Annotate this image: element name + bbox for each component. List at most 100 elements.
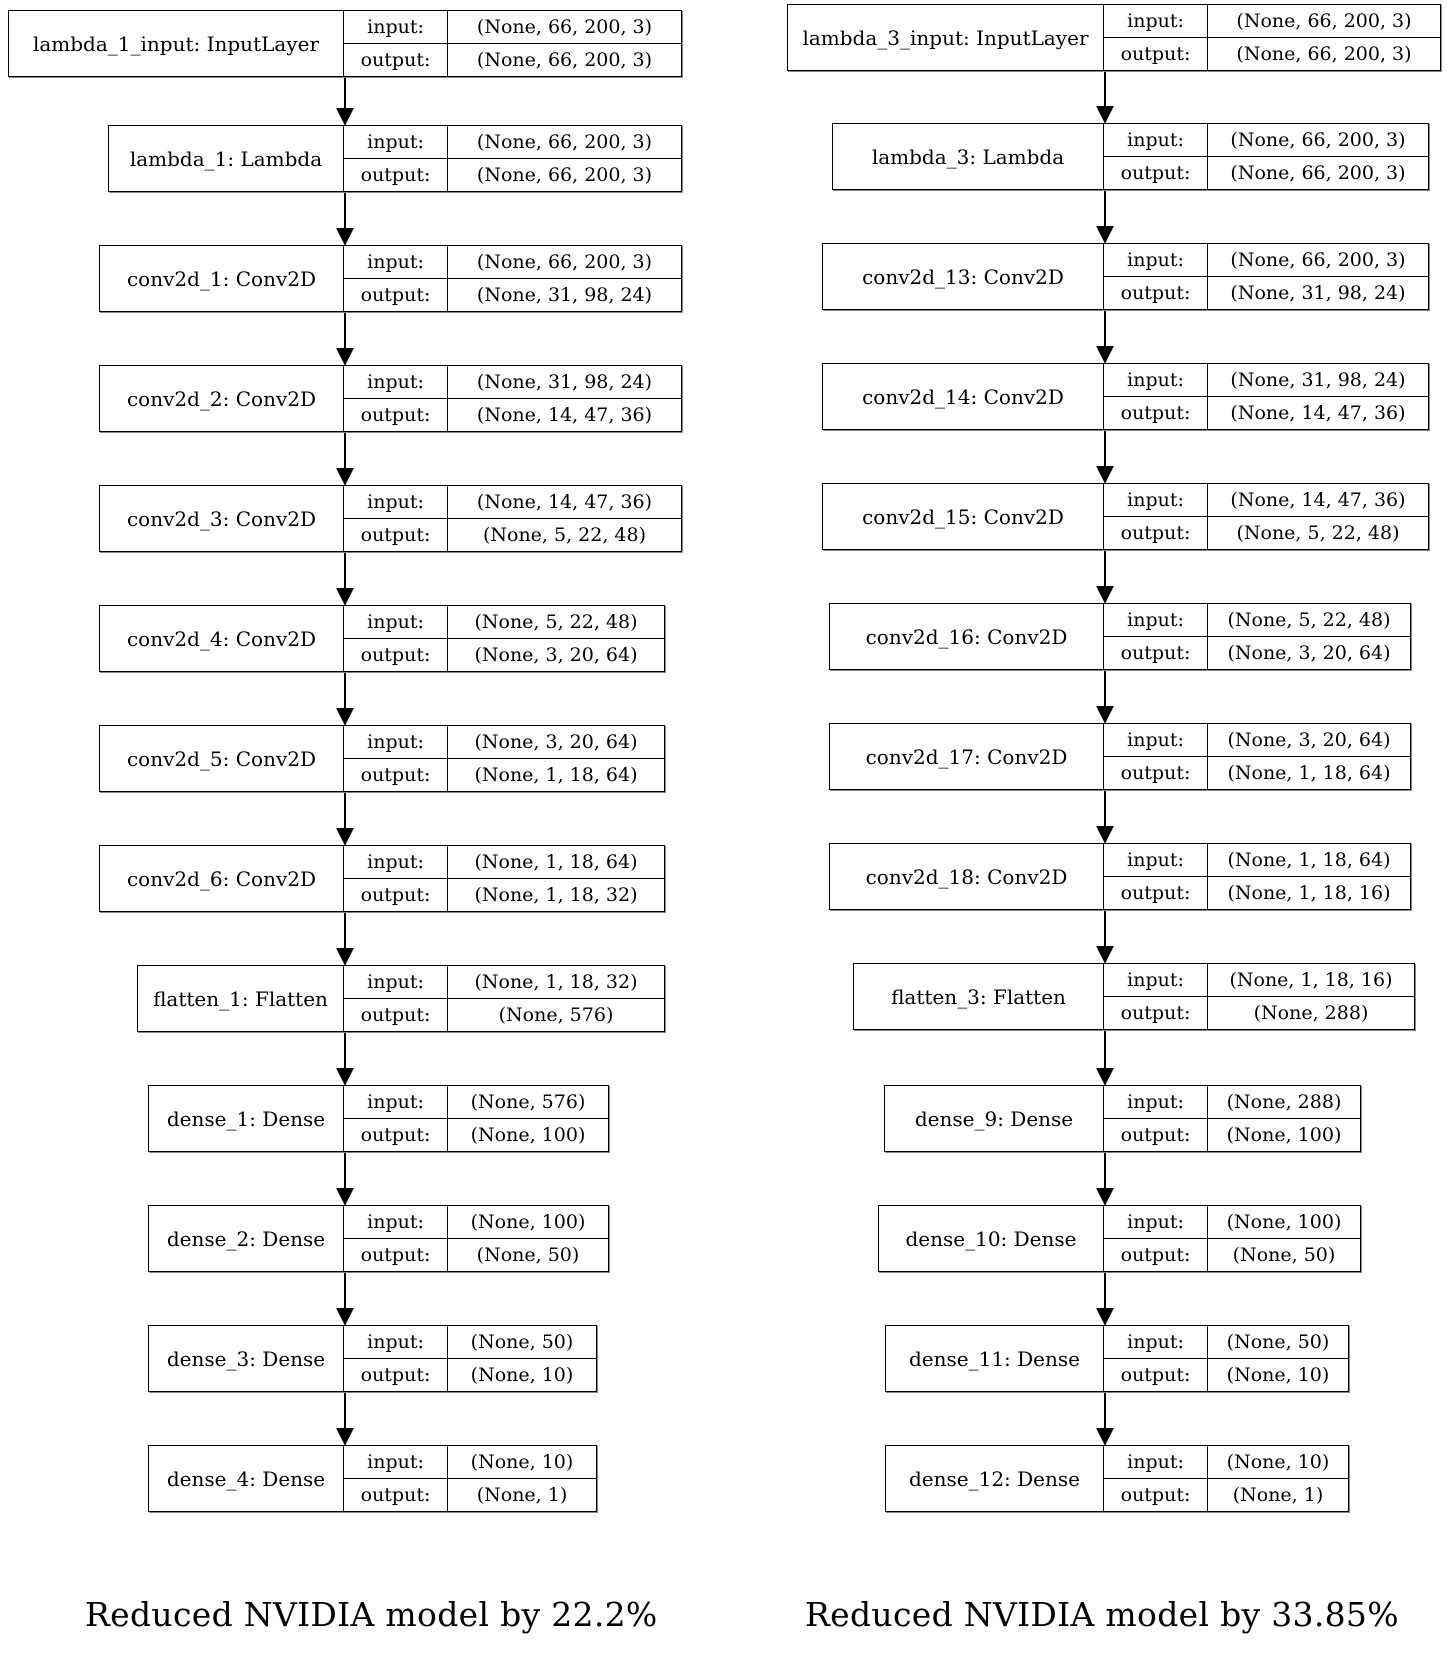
input-shape: (None, 10) — [470, 1451, 574, 1473]
output-row: output:(None, 3, 20, 64) — [344, 638, 664, 671]
layer-shapes: input:(None, 66, 200, 3)output:(None, 31… — [1104, 244, 1428, 309]
output-shape: (None, 66, 200, 3) — [1230, 162, 1406, 184]
input-shape: (None, 576) — [470, 1091, 586, 1113]
output-label: output: — [344, 1119, 448, 1151]
layer-name: conv2d_13: Conv2D — [823, 244, 1104, 309]
layer-name: conv2d_5: Conv2D — [100, 726, 344, 791]
edges-right — [1096, 71, 1114, 1446]
layer-shapes: input:(None, 1, 18, 64)output:(None, 1, … — [1104, 844, 1410, 909]
input-label: input: — [1104, 244, 1208, 276]
layer-shapes: input:(None, 66, 200, 3)output:(None, 66… — [344, 11, 681, 76]
layer-name: conv2d_17: Conv2D — [830, 724, 1104, 789]
output-shape: (None, 100) — [1226, 1124, 1342, 1146]
input-row: input:(None, 31, 98, 24) — [344, 366, 681, 398]
layer-name: lambda_3: Lambda — [833, 124, 1104, 189]
input-row: input:(None, 14, 47, 36) — [1104, 484, 1428, 516]
input-row: input:(None, 1, 18, 64) — [1104, 844, 1410, 876]
output-label: output: — [344, 1239, 448, 1271]
output-label: output: — [1104, 1239, 1208, 1271]
output-label: output: — [1104, 157, 1208, 189]
input-label: input: — [344, 246, 448, 278]
input-row: input:(None, 31, 98, 24) — [1104, 364, 1428, 396]
layer-name: lambda_1_input: InputLayer — [9, 11, 344, 76]
input-label: input: — [344, 1206, 448, 1238]
output-shape: (None, 66, 200, 3) — [476, 49, 653, 71]
input-shape: (None, 50) — [470, 1331, 574, 1353]
input-label: input: — [1104, 1086, 1208, 1118]
output-label: output: — [344, 399, 448, 431]
input-shape: (None, 66, 200, 3) — [476, 16, 653, 38]
input-shape: (None, 100) — [470, 1211, 586, 1233]
layer-name: dense_3: Dense — [149, 1326, 344, 1391]
output-row: output:(None, 5, 22, 48) — [1104, 516, 1428, 549]
output-row: output:(None, 100) — [1104, 1118, 1360, 1151]
layer-name: conv2d_4: Conv2D — [100, 606, 344, 671]
output-shape: (None, 1, 18, 32) — [474, 884, 638, 906]
output-row: output:(None, 10) — [1104, 1358, 1348, 1391]
input-shape: (None, 3, 20, 64) — [474, 731, 638, 753]
layer-shapes: input:(None, 10)output:(None, 1) — [344, 1446, 596, 1511]
input-row: input:(None, 14, 47, 36) — [344, 486, 681, 518]
layer-shapes: input:(None, 1, 18, 64)output:(None, 1, … — [344, 846, 664, 911]
output-row: output:(None, 14, 47, 36) — [1104, 396, 1428, 429]
layer-name: conv2d_16: Conv2D — [830, 604, 1104, 669]
input-row: input:(None, 66, 200, 3) — [1104, 244, 1428, 276]
input-shape: (None, 66, 200, 3) — [476, 131, 653, 153]
input-row: input: (None, 10) — [344, 1446, 596, 1478]
output-row: output:(None, 3, 20, 64) — [1104, 636, 1410, 669]
input-shape: (None, 3, 20, 64) — [1227, 729, 1391, 751]
input-shape: (None, 1, 18, 16) — [1229, 969, 1393, 991]
input-label: input: — [1104, 724, 1208, 756]
input-label: input: — [344, 1086, 448, 1118]
input-label: input: — [1104, 1206, 1208, 1238]
output-label: output: — [1104, 38, 1208, 70]
layer-shapes: input:(None, 100)output:(None, 50) — [344, 1206, 608, 1271]
layer-shapes: input:(None, 1, 18, 32)output:(None, 576… — [344, 966, 664, 1031]
layer-shapes: input: (None, 576) output: (None, 100) — [344, 1086, 608, 1151]
input-shape: (None, 1, 18, 64) — [474, 851, 638, 873]
input-shape: (None, 66, 200, 3) — [1230, 129, 1406, 151]
layer-shapes: input:(None, 3, 20, 64)output:(None, 1, … — [344, 726, 664, 791]
output-row: output:(None, 31, 98, 24) — [1104, 276, 1428, 309]
layer-name: lambda_1: Lambda — [109, 126, 344, 191]
layer-name: conv2d_15: Conv2D — [823, 484, 1104, 549]
layer-shapes: input:(None, 31, 98, 24)output:(None, 14… — [1104, 364, 1428, 429]
input-shape: (None, 5, 22, 48) — [474, 611, 638, 633]
layer-shapes: input:(None, 1, 18, 16)output:(None, 288… — [1104, 964, 1414, 1029]
output-shape: (None, 3, 20, 64) — [474, 644, 638, 666]
layer-name: conv2d_18: Conv2D — [830, 844, 1104, 909]
output-label: output: — [344, 519, 448, 551]
edges-left — [336, 77, 354, 1446]
layer-shapes: input:(None, 14, 47, 36)output:(None, 5,… — [1104, 484, 1428, 549]
input-label: input: — [344, 1446, 448, 1478]
input-row: input:(None, 10) — [1104, 1446, 1348, 1478]
layer-name: dense_1: Dense — [149, 1086, 344, 1151]
layer-name: dense_2: Dense — [149, 1206, 344, 1271]
layer-shapes: input: (None, 288) output:(None, 100) — [1104, 1086, 1360, 1151]
output-label: output: — [344, 879, 448, 911]
output-shape: (None, 100) — [470, 1124, 586, 1146]
output-shape: (None, 10) — [470, 1364, 574, 1386]
input-shape: (None, 50) — [1226, 1331, 1330, 1353]
output-row: output: (None, 1, 18, 32) — [344, 878, 664, 911]
input-shape: (None, 288) — [1226, 1091, 1342, 1113]
layer-shapes: input:(None, 5, 22, 48)output:(None, 3, … — [1104, 604, 1410, 669]
input-row: input:(None, 1, 18, 32) — [344, 966, 664, 998]
layer-name: dense_12: Dense — [886, 1446, 1104, 1511]
output-label: output: — [1104, 877, 1208, 909]
layer-shapes: input:(None, 66, 200, 3)output:(None, 31… — [344, 246, 681, 311]
layer-shapes: input:(None, 100)output:(None, 50) — [1104, 1206, 1360, 1271]
layer-shapes: input:(None, 5, 22, 48)output:(None, 3, … — [344, 606, 664, 671]
layer-name: conv2d_3: Conv2D — [100, 486, 344, 551]
layer-name: lambda_3_input: InputLayer — [788, 5, 1104, 70]
